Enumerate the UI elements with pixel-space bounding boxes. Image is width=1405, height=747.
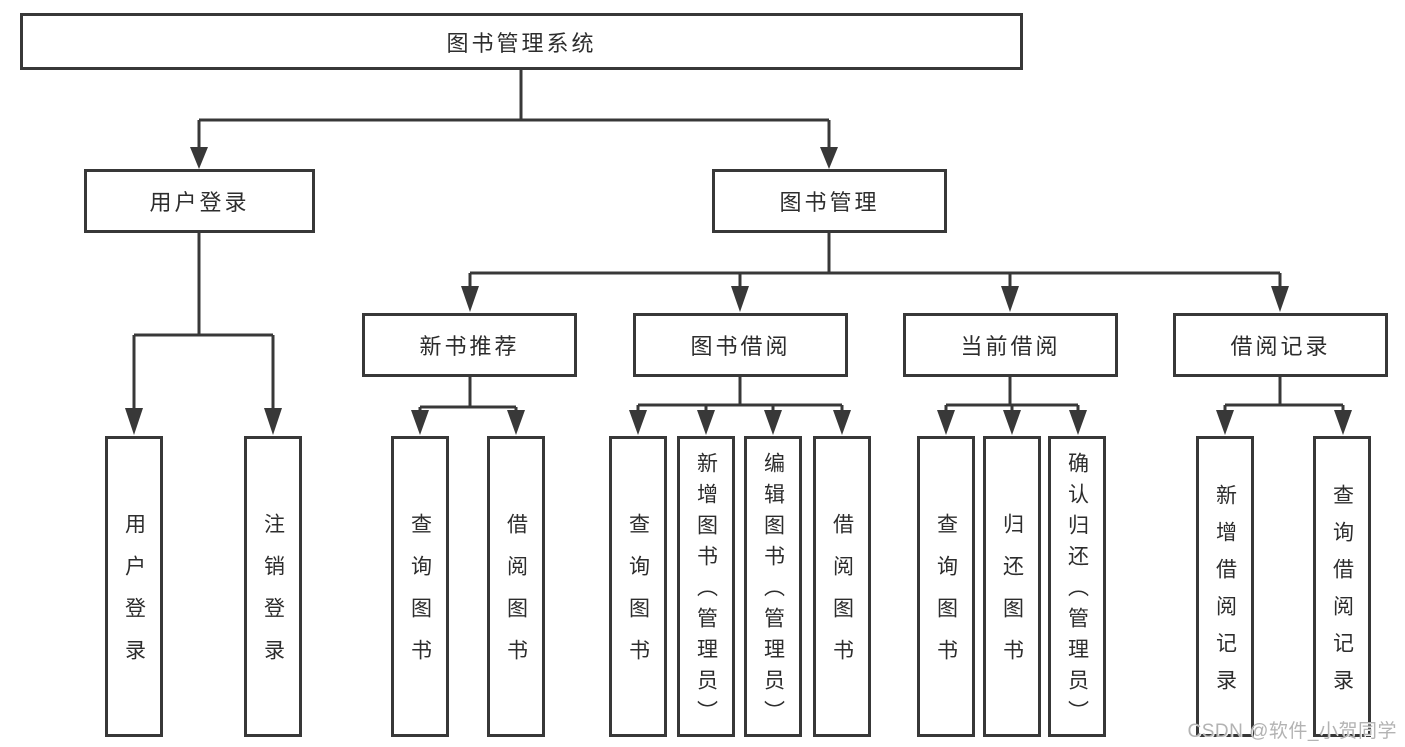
node-label: 注销登录 (261, 513, 285, 681)
connector-book-borrow-children (629, 377, 851, 435)
arrowhead-down-icon (264, 408, 282, 435)
connector-current-borrow-children (937, 377, 1087, 435)
node-borrow-record: 借阅记录 (1173, 313, 1388, 377)
connector-line (197, 70, 831, 149)
node-label: 图书借阅 (690, 334, 791, 359)
arrowhead-down-icon (507, 410, 525, 435)
arrowhead-down-icon (125, 408, 143, 435)
node-label: 查询图书 (408, 513, 432, 681)
connector-user-login-children (125, 233, 282, 435)
connector-book-management-children (461, 233, 1289, 312)
connector-line (132, 233, 275, 410)
csdn-watermark: CSDN @软件_小贺同学 (1187, 721, 1397, 742)
node-edit-book-admin: 编辑图书（管理员） (744, 436, 802, 737)
arrowhead-down-icon (697, 410, 715, 435)
node-label: 查询图书 (934, 513, 958, 681)
node-logout-leaf: 注销登录 (244, 436, 302, 737)
node-label: 查询借阅记录 (1330, 483, 1354, 706)
node-query-book-2: 查询图书 (609, 436, 667, 737)
node-query-borrow-record: 查询借阅记录 (1313, 436, 1371, 737)
node-label: 确认归还（管理员） (1065, 452, 1089, 731)
arrowhead-down-icon (731, 286, 749, 312)
node-label: 用户登录 (122, 513, 146, 681)
node-add-borrow-record: 新增借阅记录 (1196, 436, 1254, 737)
node-return-book: 归还图书 (983, 436, 1041, 737)
node-label: 用户登录 (149, 190, 250, 215)
arrowhead-down-icon (764, 410, 782, 435)
node-label: 借阅图书 (830, 513, 854, 681)
arrowhead-down-icon (461, 286, 479, 312)
connector-line (1223, 377, 1345, 412)
node-user-login: 用户登录 (84, 169, 315, 233)
node-query-book-1: 查询图书 (391, 436, 449, 737)
node-label: 图书管理系统 (446, 30, 597, 56)
arrowhead-down-icon (937, 410, 955, 435)
arrowhead-down-icon (1216, 410, 1234, 435)
arrowhead-down-icon (1271, 286, 1289, 312)
arrowhead-down-icon (820, 147, 838, 169)
connector-line (636, 377, 844, 412)
node-label: 新书推荐 (419, 334, 520, 359)
node-label: 新增借阅记录 (1213, 483, 1237, 706)
node-add-book-admin: 新增图书（管理员） (677, 436, 735, 737)
node-label: 借阅记录 (1230, 334, 1331, 359)
connector-root-to-level2 (190, 70, 838, 169)
arrowhead-down-icon (629, 410, 647, 435)
node-book-borrow: 图书借阅 (633, 313, 848, 377)
connector-line (418, 377, 518, 412)
arrowhead-down-icon (833, 410, 851, 435)
node-label: 当前借阅 (960, 334, 1061, 359)
node-label: 图书管理 (779, 190, 880, 215)
node-query-book-3: 查询图书 (917, 436, 975, 737)
connector-line (944, 377, 1080, 412)
arrowhead-down-icon (411, 410, 429, 435)
node-user-login-leaf: 用户登录 (105, 436, 163, 737)
node-confirm-return-admin: 确认归还（管理员） (1048, 436, 1106, 737)
node-borrow-book-1: 借阅图书 (487, 436, 545, 737)
node-label: 新增图书（管理员） (694, 452, 718, 731)
arrowhead-down-icon (190, 147, 208, 169)
arrowhead-down-icon (1003, 410, 1021, 435)
connector-borrow-record-children (1216, 377, 1352, 435)
node-label: 借阅图书 (504, 513, 528, 681)
node-book-management: 图书管理 (712, 169, 947, 233)
arrowhead-down-icon (1334, 410, 1352, 435)
node-new-book-recommend: 新书推荐 (362, 313, 577, 377)
connector-new-book-children (411, 377, 525, 435)
arrowhead-down-icon (1001, 286, 1019, 312)
node-borrow-book-2: 借阅图书 (813, 436, 871, 737)
node-label: 查询图书 (626, 513, 650, 681)
node-library-management-system: 图书管理系统 (20, 13, 1023, 70)
node-label: 编辑图书（管理员） (761, 452, 785, 731)
node-label: 归还图书 (1000, 513, 1024, 681)
node-current-borrow: 当前借阅 (903, 313, 1118, 377)
arrowhead-down-icon (1069, 410, 1087, 435)
connector-line (468, 233, 1282, 287)
